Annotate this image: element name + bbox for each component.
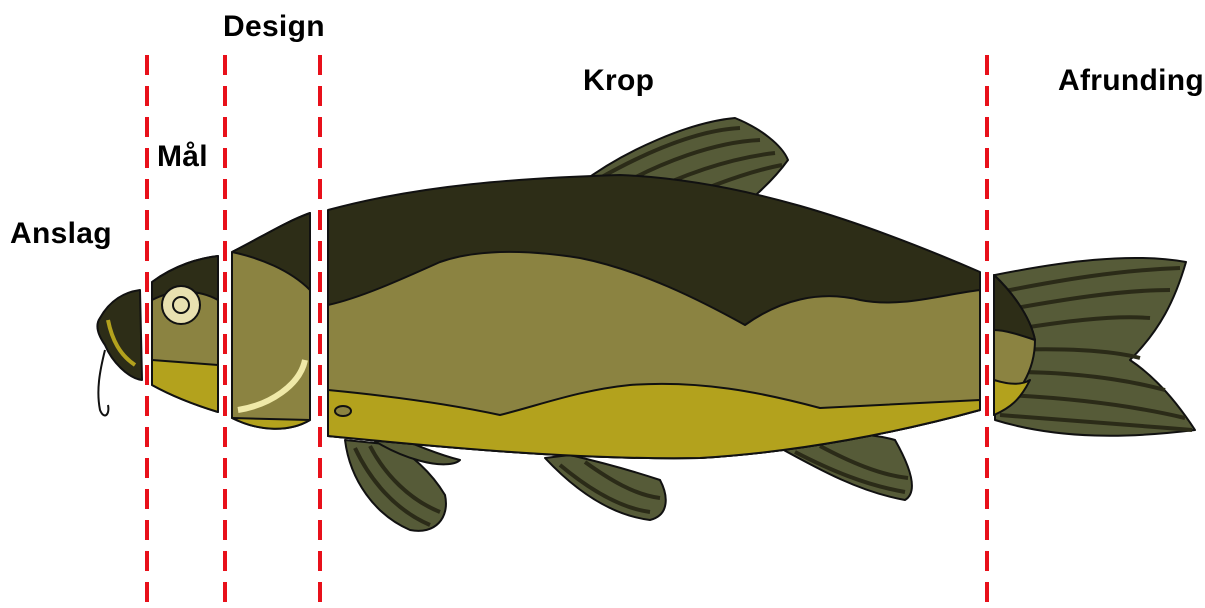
fish-mouth-segment (98, 290, 142, 415)
section-label-design: Design (223, 10, 325, 44)
section-label-krop: Krop (583, 64, 654, 98)
section-label-afrunding: Afrunding (1058, 64, 1204, 98)
pelvic-fin (545, 455, 666, 520)
section-label-maal: Mål (157, 140, 208, 174)
fish-body-segment (328, 175, 980, 458)
section-label-anslag: Anslag (10, 217, 112, 251)
fish-head-segment (152, 256, 218, 412)
fish-gill-segment (232, 213, 310, 429)
